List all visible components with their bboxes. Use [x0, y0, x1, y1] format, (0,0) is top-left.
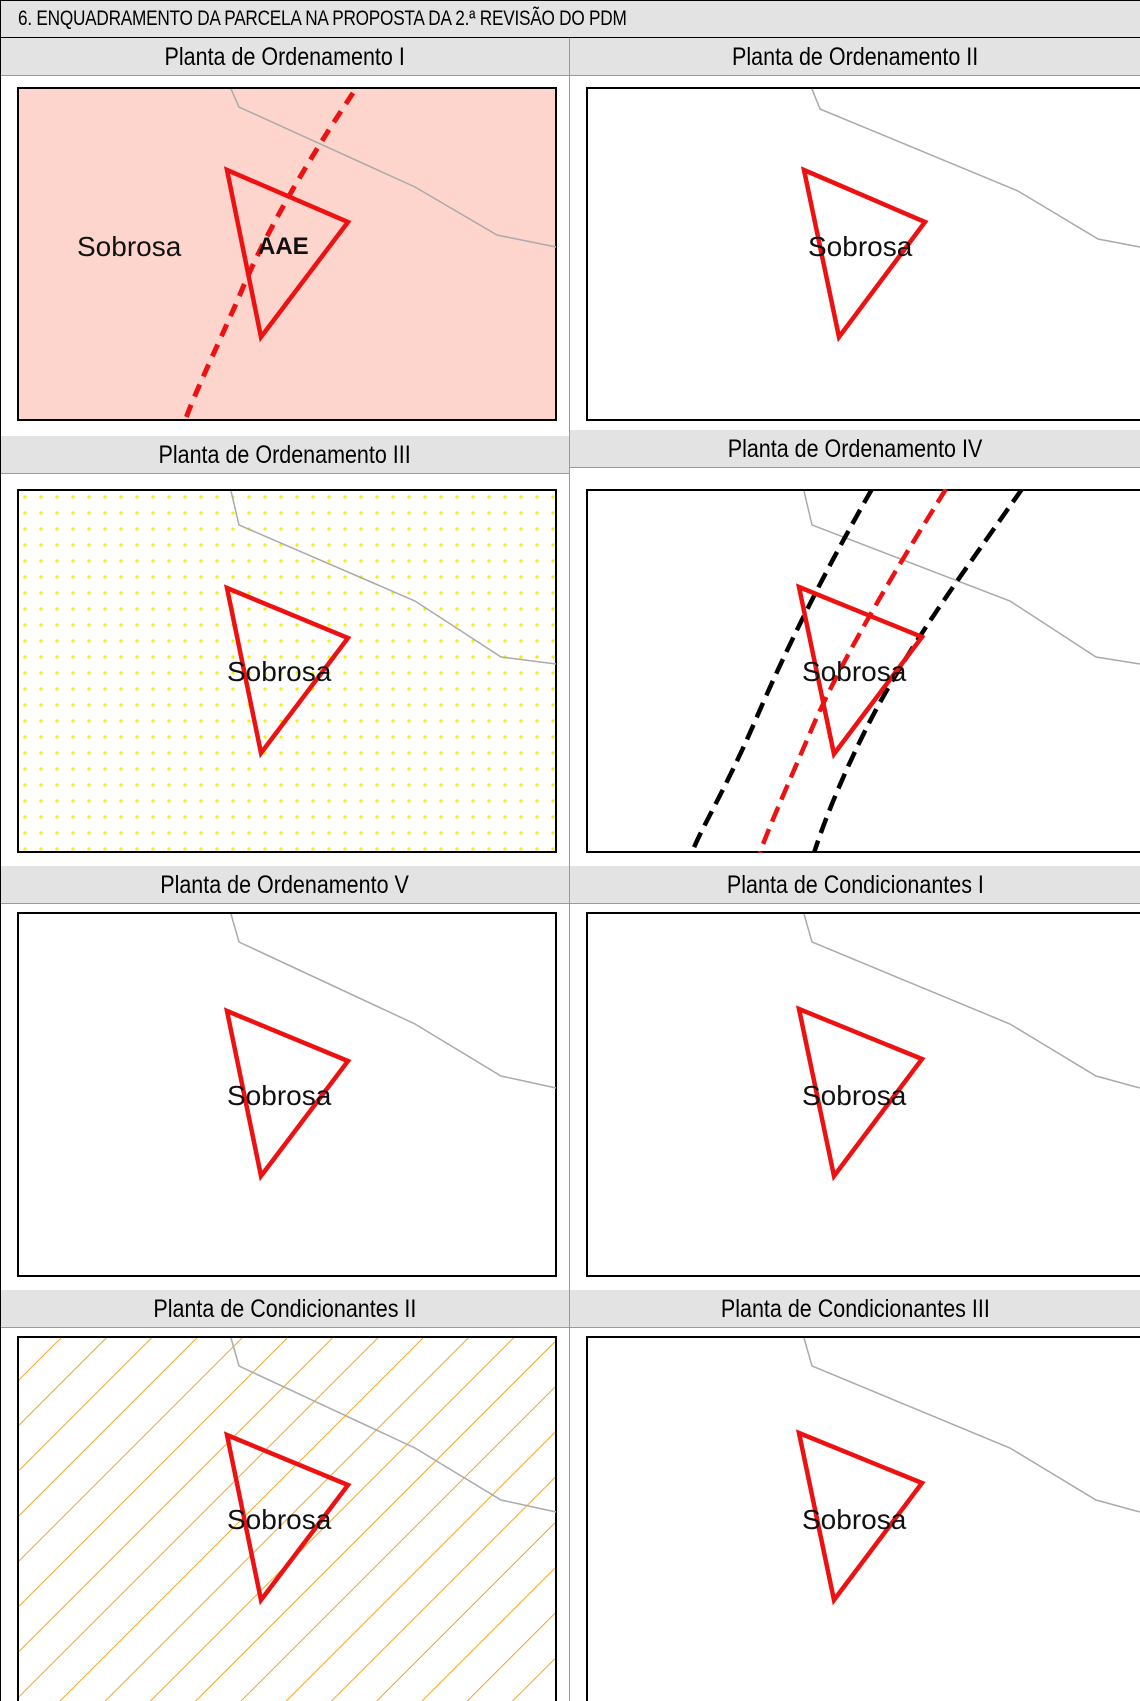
panel-title-ordenamento-iv: Planta de Ordenamento IV: [570, 430, 1140, 468]
panel-title-ordenamento-v: Planta de Ordenamento V: [0, 866, 569, 904]
map-ordenamento-ii: Sobrosa: [586, 87, 1140, 421]
panel-title-condicionantes-iii: Planta de Condicionantes III: [570, 1290, 1140, 1328]
panel-title-condicionantes-ii: Planta de Condicionantes II: [0, 1290, 569, 1328]
aae-label: AAE: [258, 233, 309, 260]
panel-title-ordenamento-ii: Planta de Ordenamento II: [570, 38, 1140, 76]
locality-label: Sobrosa: [802, 656, 907, 687]
map-condicionantes-iii: Sobrosa: [586, 1336, 1140, 1701]
locality-label: Sobrosa: [77, 231, 182, 262]
section-title: 6. ENQUADRAMENTO DA PARCELA NA PROPOSTA …: [18, 7, 627, 30]
map-condicionantes-i: Sobrosa: [586, 912, 1140, 1277]
panel-title-ordenamento-iii: Planta de Ordenamento III: [0, 436, 569, 474]
locality-label: Sobrosa: [227, 1080, 332, 1111]
map-ordenamento-i: Sobrosa AAE: [17, 87, 557, 421]
map-condicionantes-ii: Sobrosa: [17, 1336, 557, 1701]
locality-label: Sobrosa: [808, 231, 913, 262]
section-header: 6. ENQUADRAMENTO DA PARCELA NA PROPOSTA …: [0, 0, 1140, 38]
locality-label: Sobrosa: [227, 1504, 332, 1535]
map-ordenamento-v: Sobrosa: [17, 912, 557, 1277]
panel-title-ordenamento-i: Planta de Ordenamento I: [0, 38, 569, 76]
map-ordenamento-iii: Sobrosa: [17, 489, 557, 853]
panel-title-condicionantes-i: Planta de Condicionantes I: [570, 866, 1140, 904]
column-divider: [569, 38, 570, 1701]
locality-label: Sobrosa: [802, 1504, 907, 1535]
map-ordenamento-iv: Sobrosa: [586, 489, 1140, 853]
locality-label: Sobrosa: [227, 656, 332, 687]
locality-label: Sobrosa: [802, 1080, 907, 1111]
